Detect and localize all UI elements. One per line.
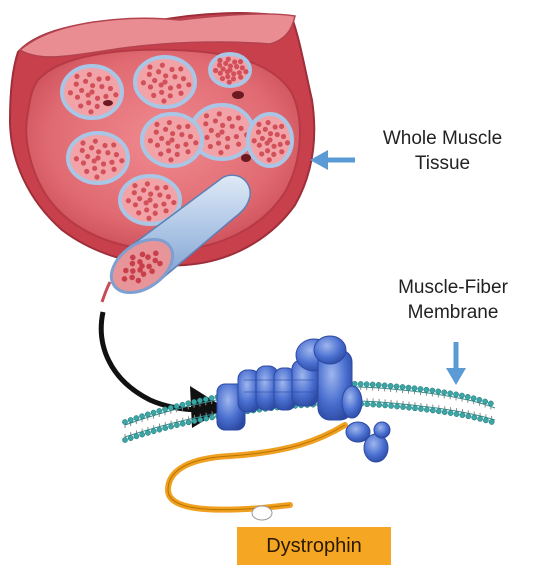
fascicle: [68, 133, 128, 183]
fiber-strand: [102, 282, 110, 302]
protein-cap: [314, 336, 346, 364]
blue-arrow-left-icon: [310, 150, 355, 170]
whole-muscle-label-line2: Tissue: [355, 151, 530, 176]
fascicle: [135, 57, 195, 107]
blue-arrow-down-icon: [446, 342, 466, 385]
dystrophin-label: Dystrophin: [237, 527, 391, 565]
muscle-fiber-membrane-label: Muscle-Fiber Membrane: [378, 275, 528, 325]
fascicle: [62, 66, 122, 118]
membrane-label-line2: Membrane: [378, 300, 528, 325]
dystrophin-rod: [168, 425, 345, 510]
fascicle: [142, 114, 202, 166]
dystrophin-end-knob: [252, 506, 272, 520]
protein-side-lobe: [342, 386, 362, 418]
blood-vessel: [103, 100, 113, 106]
blood-vessel: [232, 91, 244, 99]
blood-vessel: [241, 154, 251, 162]
whole-muscle-label-line1: Whole Muscle: [355, 126, 530, 151]
fascicle: [248, 114, 292, 166]
whole-muscle-tissue-label: Whole Muscle Tissue: [355, 126, 530, 176]
protein-globule: [374, 422, 390, 438]
protein-globule: [364, 434, 388, 462]
fascicle: [210, 54, 250, 86]
membrane-label-line1: Muscle-Fiber: [378, 275, 528, 300]
dystrophin-protein-complex: [168, 336, 390, 520]
